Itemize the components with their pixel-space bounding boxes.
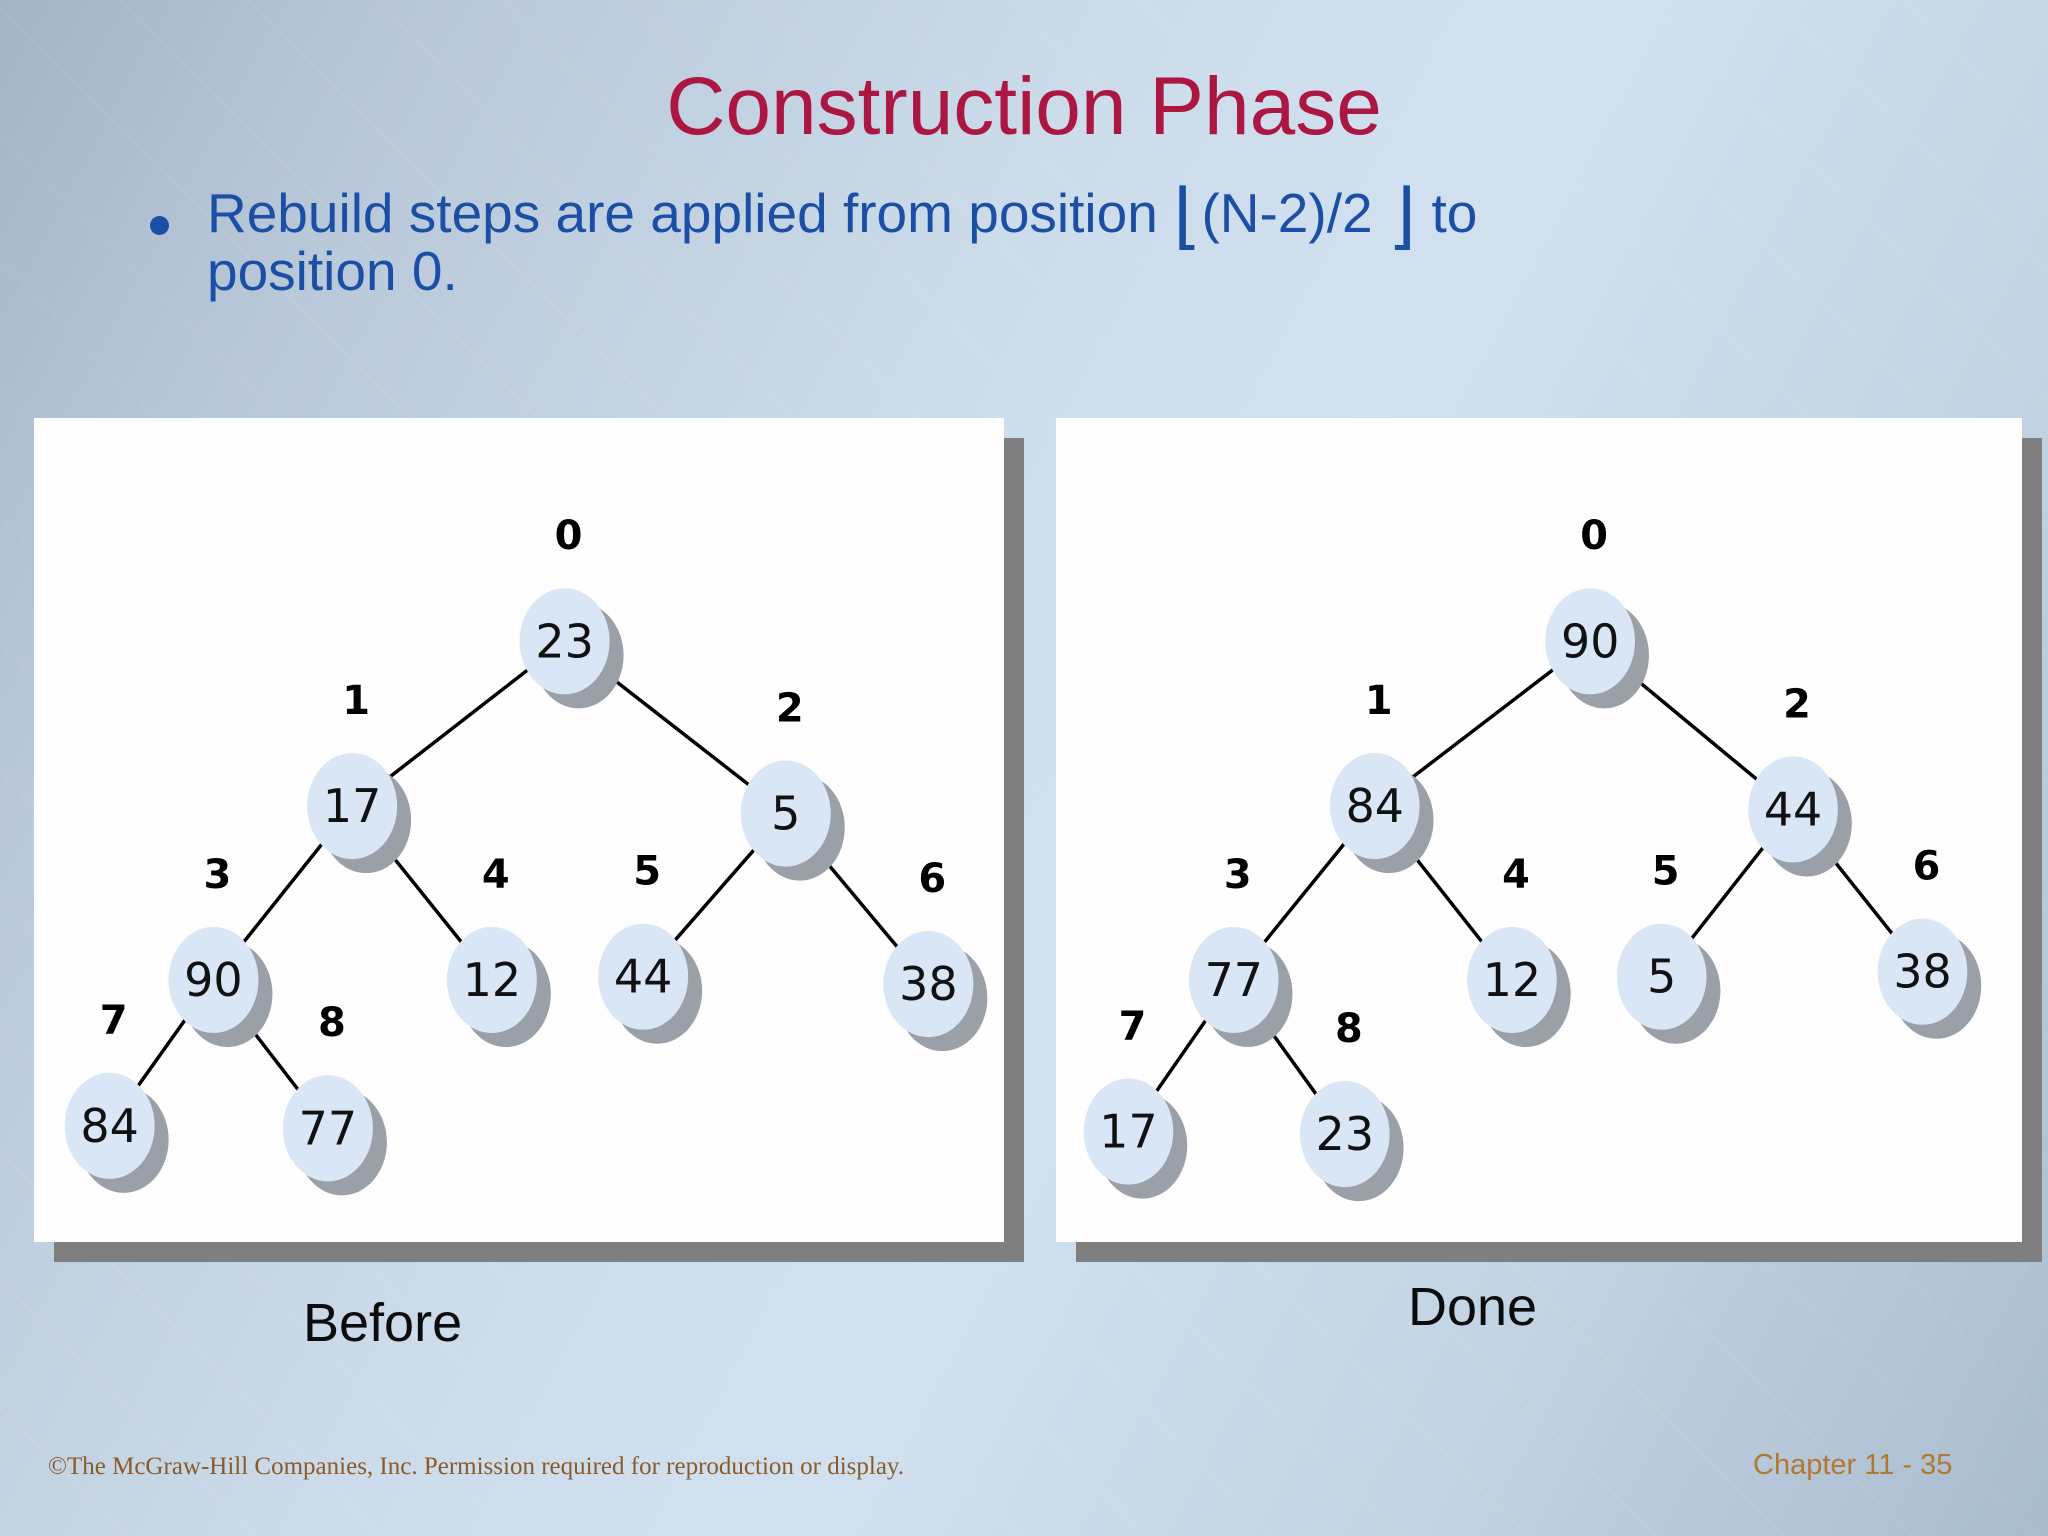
tree-node-circle bbox=[1877, 918, 1968, 1025]
tree-node-circle bbox=[282, 1075, 373, 1182]
node-position-label: 1 bbox=[342, 678, 370, 724]
node-position-label: 5 bbox=[1652, 848, 1680, 894]
bullet-marker-icon bbox=[150, 216, 169, 235]
node-value: 90 bbox=[1561, 614, 1619, 668]
node-position-label: 4 bbox=[1502, 852, 1530, 898]
node-value: 77 bbox=[1205, 953, 1263, 1007]
copyright-notice: ©The McGraw-Hill Companies, Inc. Permiss… bbox=[48, 1453, 905, 1480]
node-position-label: 0 bbox=[1580, 513, 1608, 559]
node-value: 17 bbox=[1099, 1104, 1157, 1158]
node-value: 84 bbox=[1346, 779, 1404, 833]
node-position-label: 3 bbox=[204, 852, 232, 898]
tree-node-circle bbox=[598, 923, 689, 1030]
node-position-label: 6 bbox=[1913, 844, 1941, 890]
tree-node-circle bbox=[307, 753, 398, 860]
tree-node-circle bbox=[64, 1072, 155, 1179]
node-position-label: 4 bbox=[482, 852, 510, 898]
node-value: 17 bbox=[323, 779, 382, 833]
bullet-text: Rebuild steps are applied from position … bbox=[207, 180, 1478, 303]
node-position-label: 7 bbox=[1119, 1003, 1147, 1049]
node-value: 77 bbox=[299, 1101, 358, 1155]
done-panel: 90 0 84 1 44 2 77 3 12 4 5 5 38 6 17 7 23 8 bbox=[1056, 418, 2022, 1242]
bullet-formula: (N-2)/2 bbox=[1201, 182, 1388, 244]
tree-node-circle bbox=[1748, 756, 1838, 863]
tree-node-circle bbox=[1300, 1080, 1390, 1188]
tree-node-circle bbox=[1329, 753, 1420, 860]
node-position-label: 2 bbox=[1783, 681, 1811, 727]
tree-node-circle bbox=[1616, 923, 1707, 1030]
tree-node-circle bbox=[740, 760, 831, 867]
bullet-text-pre: Rebuild steps are applied from position bbox=[207, 182, 1174, 244]
node-position-label: 0 bbox=[555, 513, 583, 559]
node-value: 38 bbox=[1893, 945, 1951, 999]
slide-title: Construction Phase bbox=[666, 61, 1382, 152]
tree-node-circle bbox=[1083, 1078, 1174, 1185]
caption-done: Done bbox=[1408, 1277, 1538, 1337]
node-value: 23 bbox=[1316, 1107, 1374, 1161]
node-value: 84 bbox=[80, 1099, 139, 1153]
node-position-label: 6 bbox=[918, 856, 946, 902]
node-position-label: 2 bbox=[776, 685, 804, 731]
tree-node-circle bbox=[1467, 926, 1557, 1034]
tree-node-circle bbox=[883, 931, 974, 1038]
tree-node-circle bbox=[446, 926, 537, 1034]
tree-node-circle bbox=[1188, 926, 1279, 1034]
bullet-item: Rebuild steps are applied from position … bbox=[150, 180, 1510, 303]
bullet-text-line2: position 0. bbox=[207, 240, 458, 303]
node-value: 12 bbox=[463, 953, 522, 1007]
tree-node-circle bbox=[519, 588, 610, 695]
tree-node-circle bbox=[1545, 588, 1636, 695]
node-value: 38 bbox=[899, 957, 958, 1011]
caption-before: Before bbox=[303, 1293, 463, 1353]
node-value: 90 bbox=[184, 953, 243, 1007]
node-position-label: 8 bbox=[1335, 1006, 1363, 1052]
node-position-label: 8 bbox=[318, 1000, 346, 1046]
node-position-label: 7 bbox=[100, 998, 128, 1044]
node-value: 44 bbox=[614, 950, 673, 1004]
done-tree-diagram: 90 0 84 1 44 2 77 3 12 4 5 5 38 6 17 7 23 8 bbox=[1083, 513, 1982, 1202]
node-value: 44 bbox=[1764, 782, 1822, 836]
node-value: 5 bbox=[771, 787, 800, 841]
node-position-label: 3 bbox=[1224, 852, 1252, 898]
node-value: 5 bbox=[1647, 950, 1676, 1004]
tree-node-circle bbox=[168, 926, 259, 1034]
floor-open-symbol: ⌊ bbox=[1173, 174, 1202, 259]
floor-close-symbol: ⌋ bbox=[1387, 174, 1417, 259]
node-value: 12 bbox=[1483, 953, 1541, 1007]
node-value: 23 bbox=[535, 614, 594, 668]
bullet-text-post: to bbox=[1416, 182, 1478, 244]
node-position-label: 5 bbox=[633, 849, 661, 895]
node-position-label: 1 bbox=[1365, 678, 1393, 724]
page-number: Chapter 11 - 35 bbox=[1753, 1449, 1953, 1481]
